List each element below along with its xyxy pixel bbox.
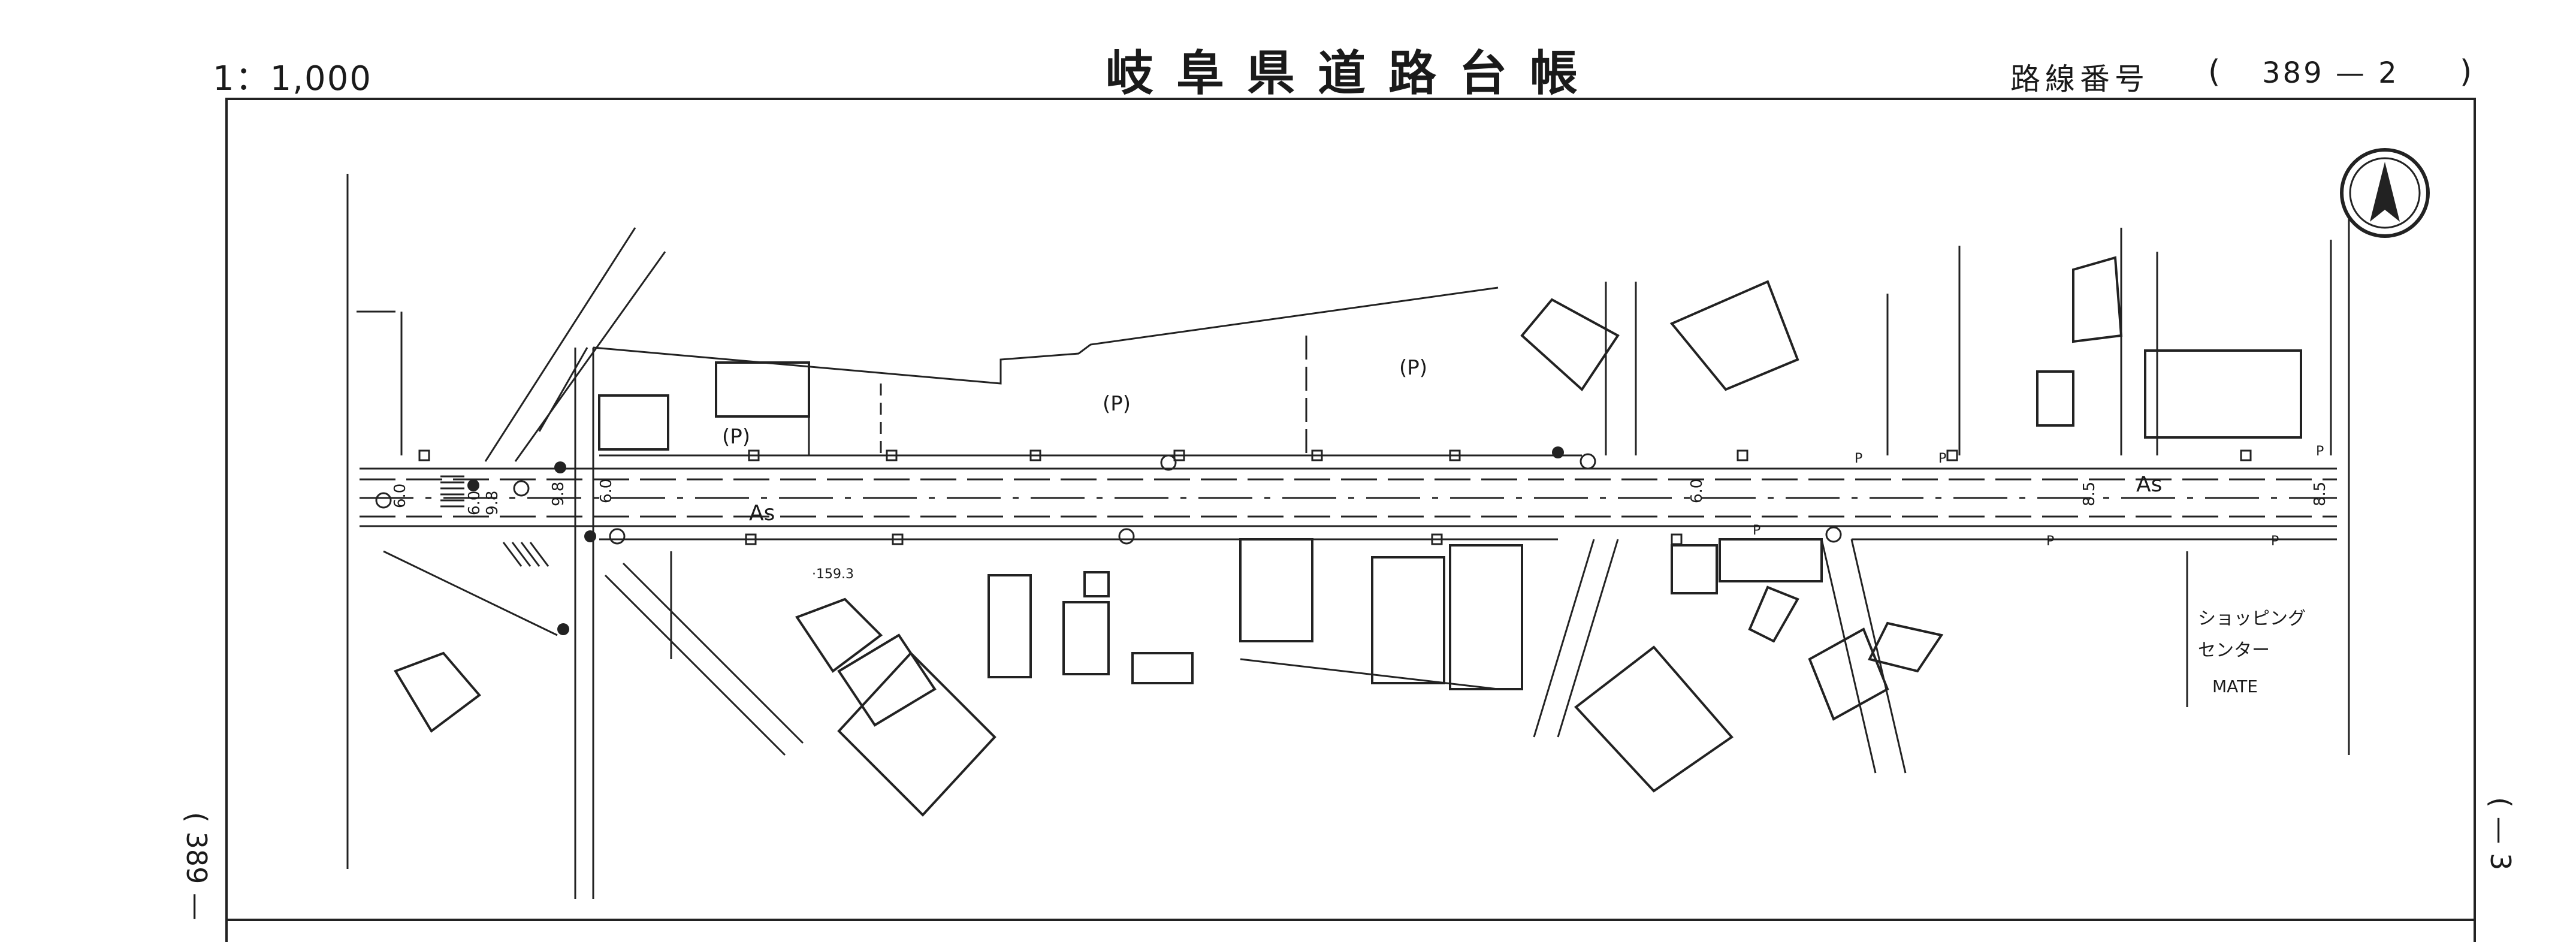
p-mark: P <box>1938 451 1946 466</box>
parking-label: (P) <box>1399 356 1427 380</box>
shop-name-line3: MATE <box>2212 677 2258 696</box>
route-number: 389 — 2 <box>2262 56 2399 90</box>
map-scale: 1：1,000 <box>213 59 372 98</box>
elevation-label: ·159.3 <box>812 567 854 582</box>
width-label: 6.0 <box>597 479 615 503</box>
width-label: 6.0 <box>391 484 409 508</box>
width-label: 9.8 <box>484 491 502 515</box>
utility-poles <box>467 446 1564 635</box>
north-arrow-icon <box>2340 148 2430 238</box>
p-mark: P <box>1855 451 1862 466</box>
p-mark: P <box>2316 444 2324 459</box>
width-label: 8.5 <box>2311 482 2329 506</box>
route-number-label: 路線番号 <box>2010 62 2149 96</box>
parking-label: (P) <box>1103 392 1131 416</box>
route-close-paren: ) <box>2460 54 2472 90</box>
width-label: 9.8 <box>549 482 567 506</box>
buildings <box>394 256 2302 817</box>
p-mark: P <box>2271 534 2279 549</box>
width-label: 8.5 <box>2080 482 2098 506</box>
main-road <box>360 454 2337 541</box>
width-label: 6.0 <box>1688 479 1706 503</box>
shop-name-line1: ショッピング <box>2198 608 2306 629</box>
crosswalk <box>440 475 549 567</box>
page-title: 岐阜県道路台帳 <box>1106 46 1600 101</box>
shop-name-line2: センター <box>2198 640 2270 661</box>
parcels <box>593 228 2337 707</box>
map-frame <box>225 98 2476 942</box>
parking-label: (P) <box>722 425 750 449</box>
width-label: 6.0 <box>466 491 484 515</box>
roadside-markers <box>375 449 2252 545</box>
p-mark: P <box>2046 534 2054 549</box>
route-open-paren: ( <box>2208 54 2221 90</box>
p-mark: P <box>1753 523 1760 538</box>
surface-label: As <box>749 501 775 526</box>
side-roads <box>346 174 2350 899</box>
surface-label: As <box>2136 472 2162 497</box>
